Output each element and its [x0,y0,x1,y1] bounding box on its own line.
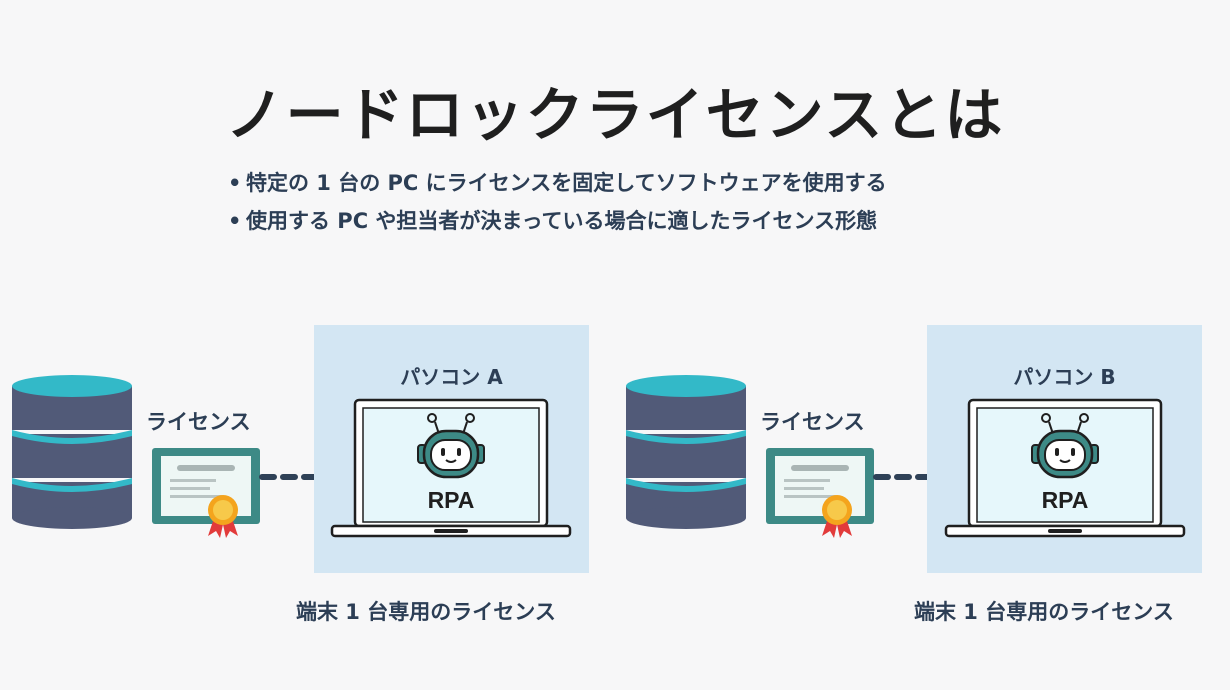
pc-label: パソコン B [1013,365,1116,389]
bullet-text: 特定の 1 台の PC にライセンスを固定してソフトウェアを使用する [246,171,887,195]
robot-icon [417,413,485,479]
laptop-icon: RPA [944,398,1186,538]
screen-text: RPA [1042,487,1089,513]
robot-icon [1031,413,1099,479]
bullet-item: •特定の 1 台の PC にライセンスを固定してソフトウェアを使用する [228,171,887,195]
database-icon [12,375,132,529]
bullet-list: •特定の 1 台の PC にライセンスを固定してソフトウェアを使用する •使用す… [228,168,887,244]
caption: 端末 1 台専用のライセンス [296,600,556,624]
award-ribbon-icon [822,495,852,538]
award-ribbon-icon [208,495,238,538]
certificate-icon [766,448,874,538]
page-title: ノードロックライセンスとは [225,81,1005,149]
screen-text: RPA [428,487,475,513]
pc-label: パソコン A [400,365,503,389]
certificate-icon [152,448,260,538]
license-label: ライセンス [146,410,251,434]
laptop-icon: RPA [330,398,572,538]
connector-line [873,474,975,480]
connector-line [259,474,361,480]
database-icon [626,375,746,529]
license-label: ライセンス [760,410,865,434]
bullet-item: •使用する PC や担当者が決まっている場合に適したライセンス形態 [228,209,878,233]
caption: 端末 1 台専用のライセンス [914,600,1174,624]
bullet-text: 使用する PC や担当者が決まっている場合に適したライセンス形態 [246,209,878,233]
